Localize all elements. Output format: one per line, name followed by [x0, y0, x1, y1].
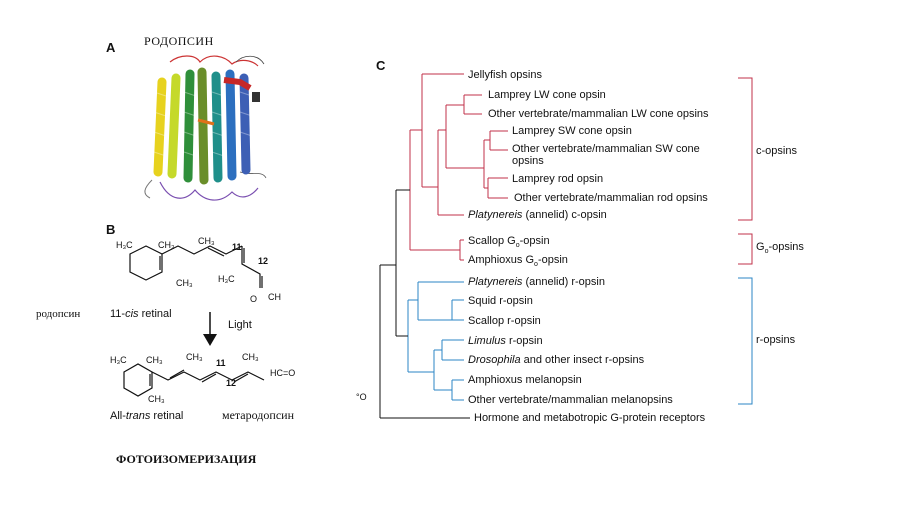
trans-prefix: All-	[110, 410, 126, 422]
cis-atom-ch3-mid: CH₃	[198, 236, 215, 246]
leaf-text-part: Scallop G	[468, 235, 516, 247]
group-label-go-opsins: Go-opsins	[756, 241, 804, 255]
cis-atom-ch3-top: CH₃	[158, 240, 175, 250]
tree-leaf-label: Amphioxus Go-opsin	[468, 254, 568, 268]
leaf-text-part: Scallop r-opsin	[468, 315, 541, 327]
tree-leaf-label: Amphioxus melanopsin	[468, 374, 582, 386]
go-opsins-bracket	[738, 233, 753, 265]
photoisomerization-caption: ФОТОИЗОМЕРИЗАЦИЯ	[116, 452, 257, 466]
leaf-text-part: Lamprey rod opsin	[512, 173, 604, 185]
group-label-c-opsins: c-opsins	[756, 145, 797, 157]
tree-leaf-label: Scallop Go-opsin	[468, 235, 550, 249]
c-opsin-clade-branches	[409, 73, 508, 261]
leaf-text-part: o	[534, 261, 538, 269]
leaf-text-part: and other insect r-opsins	[520, 354, 645, 366]
cis-retinal-structure	[129, 245, 263, 288]
leaf-text-part: Lamprey SW cone opsin	[512, 125, 632, 137]
trans-atom-ch3-ring: CH₃	[148, 394, 165, 404]
leaf-text-part: Platynereis	[468, 276, 523, 288]
leaf-text-part: Drosophila	[468, 354, 521, 366]
trans-italic: trans	[125, 410, 151, 422]
go-sub: o	[764, 248, 769, 256]
trans-atom-ch3-a: CH₃	[146, 355, 163, 365]
panel-a-title: РОДОПСИН	[144, 34, 214, 48]
trans-retinal-name: All-trans retinal	[110, 410, 183, 422]
leaf-text-part: Platynereis	[468, 209, 523, 221]
root-branches	[379, 189, 470, 419]
go-suffix: -opsins	[768, 241, 804, 253]
tree-leaf-label: Lamprey SW cone opsin	[512, 125, 632, 137]
leaf-text-part: Hormone and metabotropic G-protein recep…	[474, 412, 706, 424]
rhodopsin-structure-image	[144, 55, 267, 201]
tree-leaf-label: Lamprey LW cone opsin	[488, 89, 606, 101]
cis-atom-12: 12	[258, 256, 269, 266]
panel-b-letter: B	[106, 222, 116, 237]
light-arrow-icon	[203, 312, 217, 346]
tree-leaf-label: Jellyfish opsins	[468, 69, 542, 81]
leaf-text-part: -opsin	[537, 254, 568, 266]
trans-suffix: retinal	[150, 410, 184, 422]
edge-mark: °O	[356, 392, 367, 402]
cis-prefix: 11-	[110, 308, 126, 320]
tree-leaf-label: Scallop r-opsin	[468, 315, 541, 327]
trans-atom-ch3-b: CH₃	[186, 352, 203, 362]
leaf-text-part: Other vertebrate/mammalian LW cone opsin…	[488, 108, 709, 120]
c-opsins-bracket	[738, 77, 753, 221]
cis-atom-ch: CH	[268, 292, 281, 302]
cis-atom-h3c-mid: H₃C	[218, 274, 235, 284]
leaf-text-part: Other vertebrate/mammalian rod opsins	[514, 192, 708, 204]
leaf-text-part: -opsin	[519, 235, 550, 247]
trans-atom-ch3-c: CH₃	[242, 352, 259, 362]
metarhodopsin-label: метародопсин	[222, 408, 294, 422]
panel-a-letter: A	[106, 40, 116, 55]
trans-atom-hco: HC=O	[270, 368, 296, 378]
cis-atom-o: O	[250, 294, 258, 304]
r-opsin-clade-branches	[407, 281, 464, 401]
tree-leaf-label: Other vertebrate/mammalian melanopsins	[468, 394, 673, 406]
panel-c-letter: C	[376, 58, 386, 73]
group-label-r-opsins: r-opsins	[756, 334, 796, 346]
tree-leaf-label: Other vertebrate/mammalian LW cone opsin…	[488, 108, 709, 120]
leaf-text-part: Amphioxus melanopsin	[468, 374, 582, 386]
cis-atom-h3c-top: H₃C	[116, 240, 133, 250]
leaf-text-part: Limulus	[468, 335, 506, 347]
cis-atom-ch3-ring: CH₃	[176, 278, 193, 288]
leaf-text-part: r-opsin	[505, 335, 543, 347]
r-opsins-bracket	[738, 277, 753, 405]
tree-leaf-label: Limulus r-opsin	[468, 335, 543, 347]
tree-leaf-label: Platynereis (annelid) r-opsin	[468, 276, 605, 288]
tree-leaf-label: Platynereis (annelid) c-opsin	[468, 209, 607, 221]
tree-leaf-label: Drosophila and other insect r-opsins	[468, 354, 644, 366]
leaf-text-part: (annelid) c-opsin	[522, 209, 607, 221]
trans-atom-11: 11	[216, 358, 226, 368]
cis-atom-11: 11	[232, 242, 242, 252]
cis-suffix: retinal	[138, 308, 172, 320]
cis-retinal-name: 11-cis retinal	[110, 308, 172, 320]
tree-leaf-label: Hormone and metabotropic G-protein recep…	[474, 412, 705, 424]
tree-leaf-label: Lamprey rod opsin	[512, 173, 603, 185]
rhodopsin-label: родопсин	[36, 308, 81, 320]
tree-leaf-label: opsins	[512, 155, 544, 167]
go-main: G	[756, 241, 765, 253]
tree-leaf-label: Other vertebrate/mammalian rod opsins	[514, 192, 708, 204]
trans-atom-12: 12	[226, 378, 237, 388]
cis-italic: cis	[125, 308, 139, 320]
leaf-text-part: Lamprey LW cone opsin	[488, 89, 606, 101]
tree-leaf-label: Squid r-opsin	[468, 295, 533, 307]
light-label: Light	[228, 319, 252, 331]
trans-retinal-structure	[123, 363, 265, 397]
tree-leaf-label: Other vertebrate/mammalian SW cone	[512, 143, 700, 155]
opsin-phylogenetic-tree	[379, 73, 753, 419]
leaf-text-part: Amphioxus G	[468, 254, 535, 266]
leaf-text-part: o	[515, 242, 520, 250]
trans-atom-h3c: H₃C	[110, 355, 127, 365]
leaf-text-part: Jellyfish opsins	[468, 69, 542, 81]
leaf-text-part: Squid r-opsin	[468, 295, 533, 307]
leaf-text-part: (annelid) r-opsin	[522, 276, 605, 288]
leaf-text-part: Other vertebrate/mammalian melanopsins	[468, 394, 673, 406]
leaf-text-part: Other vertebrate/mammalian SW cone	[512, 143, 700, 155]
leaf-text-part: opsins	[512, 155, 544, 167]
